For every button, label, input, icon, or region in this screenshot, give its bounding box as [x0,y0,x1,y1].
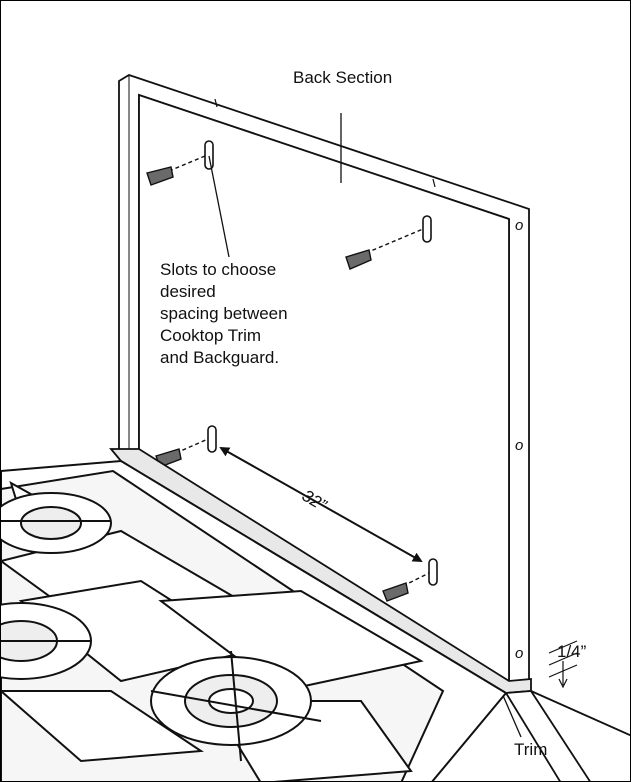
hole-mark-bottom: o [515,645,524,662]
gap-label: 1/4” [557,642,587,661]
back-section-label: Back Section [293,68,393,87]
slots-note: Slots to choose desired spacing between … [160,260,288,367]
gap-indicator [548,640,578,689]
cooktop-trim [1,448,630,781]
mounting-slots [204,140,438,586]
trim-label: Trim [514,740,548,759]
hole-mark-middle: o [515,437,524,454]
hole-mark-top: o [515,217,524,234]
distance-arrow [219,447,423,562]
cooktop-grates [1,459,508,781]
